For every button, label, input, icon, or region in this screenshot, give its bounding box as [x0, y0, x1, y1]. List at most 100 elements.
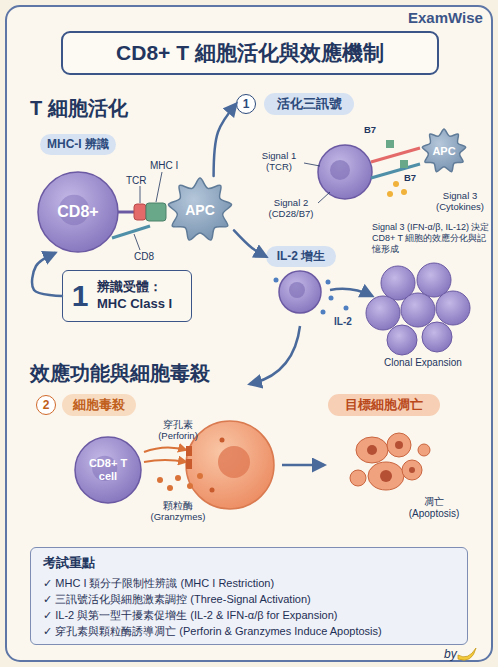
tag-text: IL-2 增生 — [266, 246, 336, 267]
section-tag: MHC-I 辨識 — [40, 134, 116, 155]
signal-diagram — [401, 189, 407, 195]
apoptotic-cell — [350, 433, 430, 490]
tag-text: 活化三訊號 — [264, 93, 354, 115]
title-frame — [62, 32, 438, 74]
signal-diagram — [304, 140, 420, 203]
cd8-t-cell: CD8+ — [37, 171, 119, 253]
section-heading: 效應功能與細胞毒殺 — [30, 361, 210, 385]
molecule-label: 穿孔素 (Perforin) — [148, 419, 208, 442]
cytotoxic-attack — [167, 485, 173, 491]
apoptotic-cell — [368, 462, 404, 490]
proliferation — [250, 326, 300, 384]
box-heading: 考試重點 — [43, 554, 455, 572]
cell-label: CD8+ — [37, 171, 119, 253]
cytotoxic-attack — [197, 473, 203, 479]
box-text: 辨識受體： MHC Class I — [97, 273, 187, 318]
signal-diagram — [393, 181, 399, 187]
page-background — [6, 6, 492, 661]
part-label: B7 — [364, 124, 376, 135]
signal-diagram — [387, 191, 393, 197]
proliferation — [422, 322, 452, 352]
cell-label: APC — [166, 176, 234, 244]
receptor-symbol — [146, 203, 166, 221]
step-tag: 1 活化三訊號 — [236, 93, 354, 115]
tag-text: 目標細胞凋亡 — [328, 394, 440, 416]
section-tag: IL-2 增生 — [266, 246, 336, 267]
section-heading: T 細胞活化 — [30, 96, 128, 120]
tag-text: MHC-I 辨識 — [40, 134, 116, 155]
signal-diagram — [318, 192, 330, 203]
molecule-label: 顆粒酶 (Granzymes) — [144, 500, 212, 523]
receptor-symbol — [140, 186, 141, 203]
flow-arrow — [214, 104, 236, 176]
checklist-item: ✓ IL-2 與第一型干擾素促增生 (IL-2 & IFN-α/β for Ex… — [43, 607, 455, 623]
cytotoxic-attack — [187, 483, 193, 489]
cytotoxic-attack — [218, 446, 250, 478]
cytotoxic-attack — [144, 447, 186, 452]
signal-diagram — [330, 160, 350, 180]
apoptotic-cell — [367, 445, 377, 455]
receptor-symbol — [134, 234, 140, 250]
brand-name: ExamWise — [408, 9, 483, 27]
proliferation — [401, 293, 435, 327]
part-label: TCR — [126, 175, 147, 187]
cytotoxic-attack — [175, 475, 181, 481]
signal-diagram — [304, 163, 320, 166]
checklist-item: ✓ 三訊號活化與細胞激素調控 (Three-Signal Activation) — [43, 591, 455, 607]
part-label: B7 — [404, 172, 416, 183]
apoptotic-cell — [387, 433, 411, 457]
title-frame — [62, 32, 438, 74]
cytotoxic-attack — [157, 477, 163, 483]
signal-diagram — [371, 148, 420, 162]
apoptotic-cell — [380, 470, 392, 482]
step-tag: 2細胞毒殺 — [36, 394, 136, 416]
proliferation — [321, 310, 326, 315]
checklist-item: ✓ MHC I 類分子限制性辨識 (MHC I Restriction) — [43, 575, 455, 591]
proliferation — [274, 278, 279, 283]
molecule-label: IL-2 — [334, 316, 352, 328]
signal-diagram — [318, 145, 372, 199]
cytotoxic-attack — [186, 459, 192, 469]
proliferation — [344, 306, 349, 311]
flow-arrow — [234, 230, 266, 256]
proliferation — [329, 296, 334, 301]
banana-icon — [458, 648, 476, 660]
proliferation — [366, 296, 400, 330]
signal-label: Signal 1 (TCR) — [254, 150, 304, 173]
cytotoxic-attack — [186, 421, 274, 509]
process-label: Clonal Expansion — [384, 357, 462, 369]
receptor-box: 1辨識受體： MHC Class I — [62, 270, 192, 322]
signature: by — [444, 647, 457, 661]
apoptotic-cell — [409, 467, 415, 473]
tag-text: 細胞毒殺 — [62, 394, 136, 416]
proliferation — [289, 282, 305, 298]
note-text: Signal 3 (IFN-α/β, IL-12) 決定 CD8+ T 細胞的效… — [372, 222, 490, 254]
process-label: 凋亡 (Apoptosis) — [402, 496, 466, 520]
apoptotic-cell — [350, 470, 366, 486]
section-tag: 目標細胞凋亡 — [328, 394, 440, 416]
flow-arrow — [32, 253, 62, 296]
cell-outline — [38, 172, 118, 252]
receptor-symbol — [112, 172, 166, 250]
receptor-symbol — [134, 204, 146, 220]
proliferation — [387, 325, 417, 355]
receptor-symbol — [112, 226, 150, 238]
proliferation — [417, 263, 451, 297]
cytotoxic-attack — [210, 488, 215, 493]
cell-label: CD8+ T cell — [84, 436, 132, 504]
proliferation — [326, 280, 331, 285]
diagram-title: CD8+ T 細胞活化與效應機制 — [62, 32, 438, 74]
part-label: MHC I — [150, 160, 178, 172]
cell-label: APC — [418, 127, 470, 175]
receptor-symbol — [156, 172, 162, 202]
cytotoxic-attack — [220, 438, 225, 443]
banana-icon — [458, 648, 476, 660]
receptor-symbol — [118, 211, 136, 214]
signal-label: Signal 3 (Cytokines) — [430, 190, 490, 213]
signal-diagram — [400, 160, 408, 168]
apc-cell: APC — [418, 127, 470, 175]
callout-number: 1 — [236, 94, 256, 114]
apoptotic-cell — [402, 460, 422, 480]
